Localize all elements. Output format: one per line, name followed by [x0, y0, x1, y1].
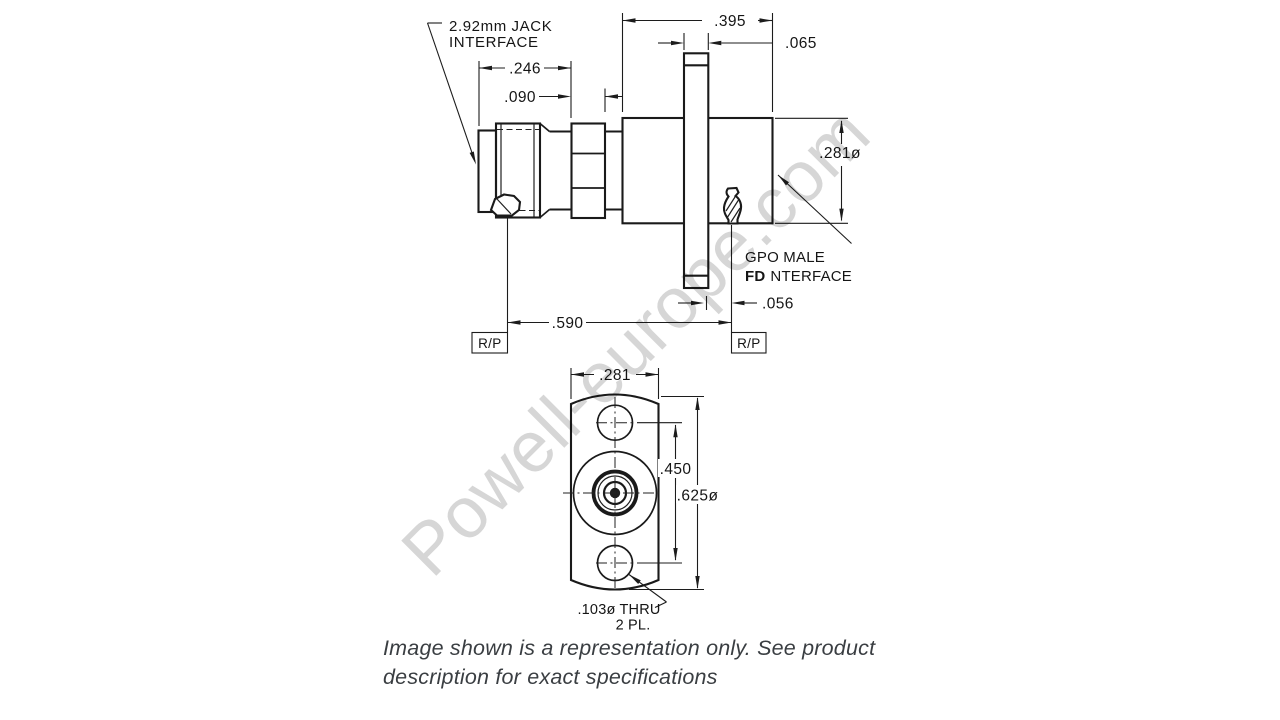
ref-plane-left-label: R/P: [478, 336, 501, 351]
dim-281-dia-label: .281ø: [819, 145, 861, 162]
flange-outline: [569, 393, 660, 591]
caption-line1: Image shown is a representation only. Se…: [383, 636, 876, 660]
hole-note-line2: 2 PL.: [616, 618, 651, 634]
dim-246: .246: [478, 61, 572, 126]
mounting-hole-callout: .103ø THRU 2 PL.: [577, 574, 667, 634]
reference-plane-right: R/P: [730, 331, 767, 354]
mounting-flange-side: [682, 52, 710, 290]
neck-section-1: [549, 130, 572, 211]
dim-246-label: .246: [509, 61, 541, 78]
gpo-label-line2: FD NTERFACE: [745, 268, 852, 285]
dim-281-bottom: .281: [570, 367, 660, 399]
dim-590-label: .590: [552, 315, 584, 332]
jack-interface-label-line1: 2.92mm JACK: [449, 18, 552, 35]
dim-450: .450: [637, 422, 693, 564]
caption: Image shown is a representation only. Se…: [383, 634, 875, 691]
neck-section-2: [605, 130, 623, 211]
dim-590: .590: [506, 218, 733, 333]
dim-065-label: .065: [785, 35, 817, 52]
dim-281-dia: .281ø: [775, 117, 861, 244]
dim-090: .090: [504, 88, 622, 112]
gpo-label-bold: FD: [745, 268, 765, 285]
gpo-label-rest: NTERFACE: [770, 268, 852, 285]
ref-plane-right-label: R/P: [737, 336, 760, 351]
jack-interface-callout: 2.92mm JACK INTERFACE: [426, 18, 552, 165]
dim-450-label: .450: [660, 461, 692, 478]
dim-090-label: .090: [504, 89, 536, 106]
gpo-pin-detail: [722, 186, 743, 225]
dim-625-dia-label: .625ø: [677, 488, 719, 505]
dim-056: .056: [678, 296, 794, 313]
dim-395: .395: [621, 13, 774, 112]
dim-056-label: .056: [762, 296, 794, 313]
centerlines: [563, 397, 659, 588]
dim-065: .065: [658, 33, 817, 52]
hole-note-line1: .103ø THRU: [577, 602, 660, 618]
gpo-label-line1: GPO MALE: [745, 249, 825, 266]
side-view: [477, 52, 774, 290]
jack-keyway-detail: [489, 193, 522, 217]
dim-395-label: .395: [714, 13, 746, 30]
caption-line2: description for exact specifications: [383, 664, 718, 689]
dim-281-bottom-label: .281: [599, 367, 631, 384]
flange-face-view: [563, 393, 660, 591]
dim-625-dia: .625ø: [629, 395, 719, 591]
jack-interface-label-line2: INTERFACE: [449, 34, 539, 51]
reference-plane-left: R/P: [471, 331, 509, 354]
gpo-interface-callout: GPO MALE FD NTERFACE: [745, 249, 852, 285]
hex-section: [570, 122, 607, 220]
